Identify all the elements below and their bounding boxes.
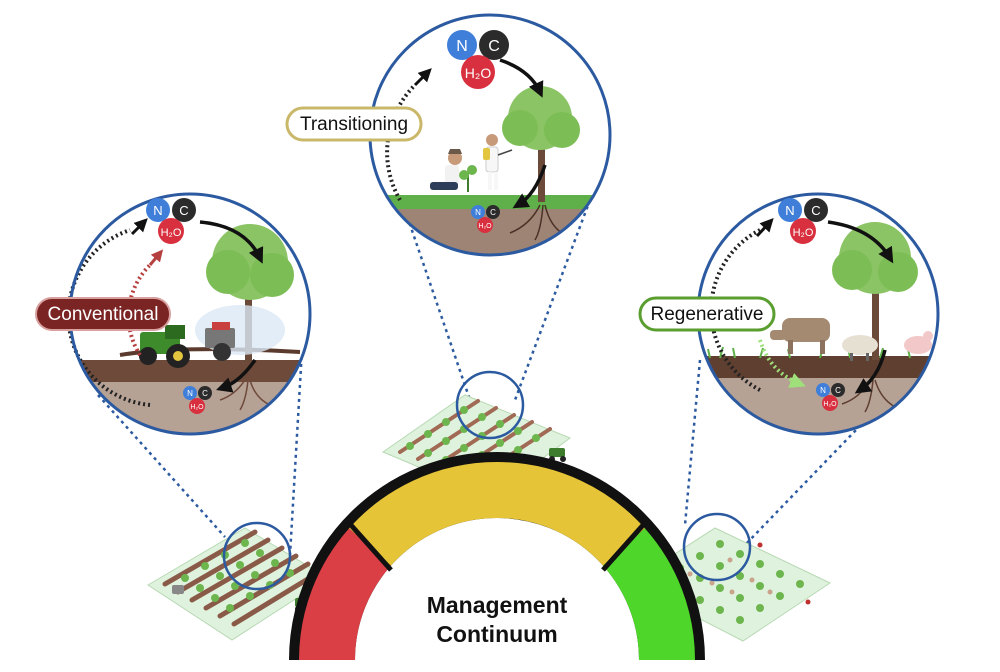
transitioning-molecule-cluster: N C H₂O [447,30,509,89]
water-label: H₂O [465,65,492,81]
connector-lines [97,199,886,556]
water-label: H₂O [823,401,837,408]
carbon-atom [172,198,196,222]
water-label: H₂O [190,404,204,411]
carbon-atom [479,30,509,60]
nitrogen-atom [146,198,170,222]
gauge-segment-yellow [349,462,645,567]
nitrogen-atom [778,198,802,222]
carbon-label: C [202,389,208,398]
water-molecule [158,218,184,244]
regenerative-label-text: Regenerative [650,304,763,325]
water-label: H₂O [161,227,182,239]
conventional-label: Conventional [35,297,171,331]
transitioning-label: Transitioning [285,106,423,142]
transitioning-zoom-circle: N C H₂O N C H₂O Transitioning [285,13,612,257]
water-label: H₂O [478,223,492,230]
water-molecule [790,218,816,244]
conventional-zoom-circle: N C H₂O N C H₂O Conventional [35,192,312,436]
transitioning-label-text: Transitioning [300,114,408,135]
nitrogen-label: N [456,38,468,55]
nitrogen-label: N [820,386,826,395]
gauge-title-line1: Management [427,592,568,618]
water-label: H₂O [793,227,814,239]
conventional-field-plot [147,521,329,641]
nitrogen-label: N [475,208,481,217]
conventional-molecule-cluster: N C H₂O [146,198,196,244]
carbon-label: C [488,38,500,55]
regenerative-soil-molecules: N C H₂O [816,383,845,411]
gauge-title-line2: Continuum [436,621,557,647]
gauge-segment-red [299,528,392,661]
regenerative-label: Regenerative [638,296,776,332]
nitrogen-label: N [785,203,794,218]
carbon-label: C [179,203,188,218]
nitrogen-label: N [153,203,162,218]
carbon-atom [804,198,828,222]
nitrogen-atom [447,30,477,60]
nitrogen-label: N [187,389,193,398]
carbon-label: C [835,386,841,395]
conventional-soil-molecules: N C H₂O [183,386,212,414]
regenerative-zoom-circle: N C H₂O N C H₂O Regenerative [638,192,940,436]
transitioning-soil-molecules: N C H₂O [471,205,500,233]
conventional-label-text: Conventional [48,304,159,325]
water-molecule [461,55,495,89]
regenerative-molecule-cluster: N C H₂O [778,198,828,244]
gauge-segment-green [602,528,695,661]
management-gauge: Management Continuum [289,452,705,661]
carbon-label: C [490,208,496,217]
carbon-label: C [811,203,820,218]
